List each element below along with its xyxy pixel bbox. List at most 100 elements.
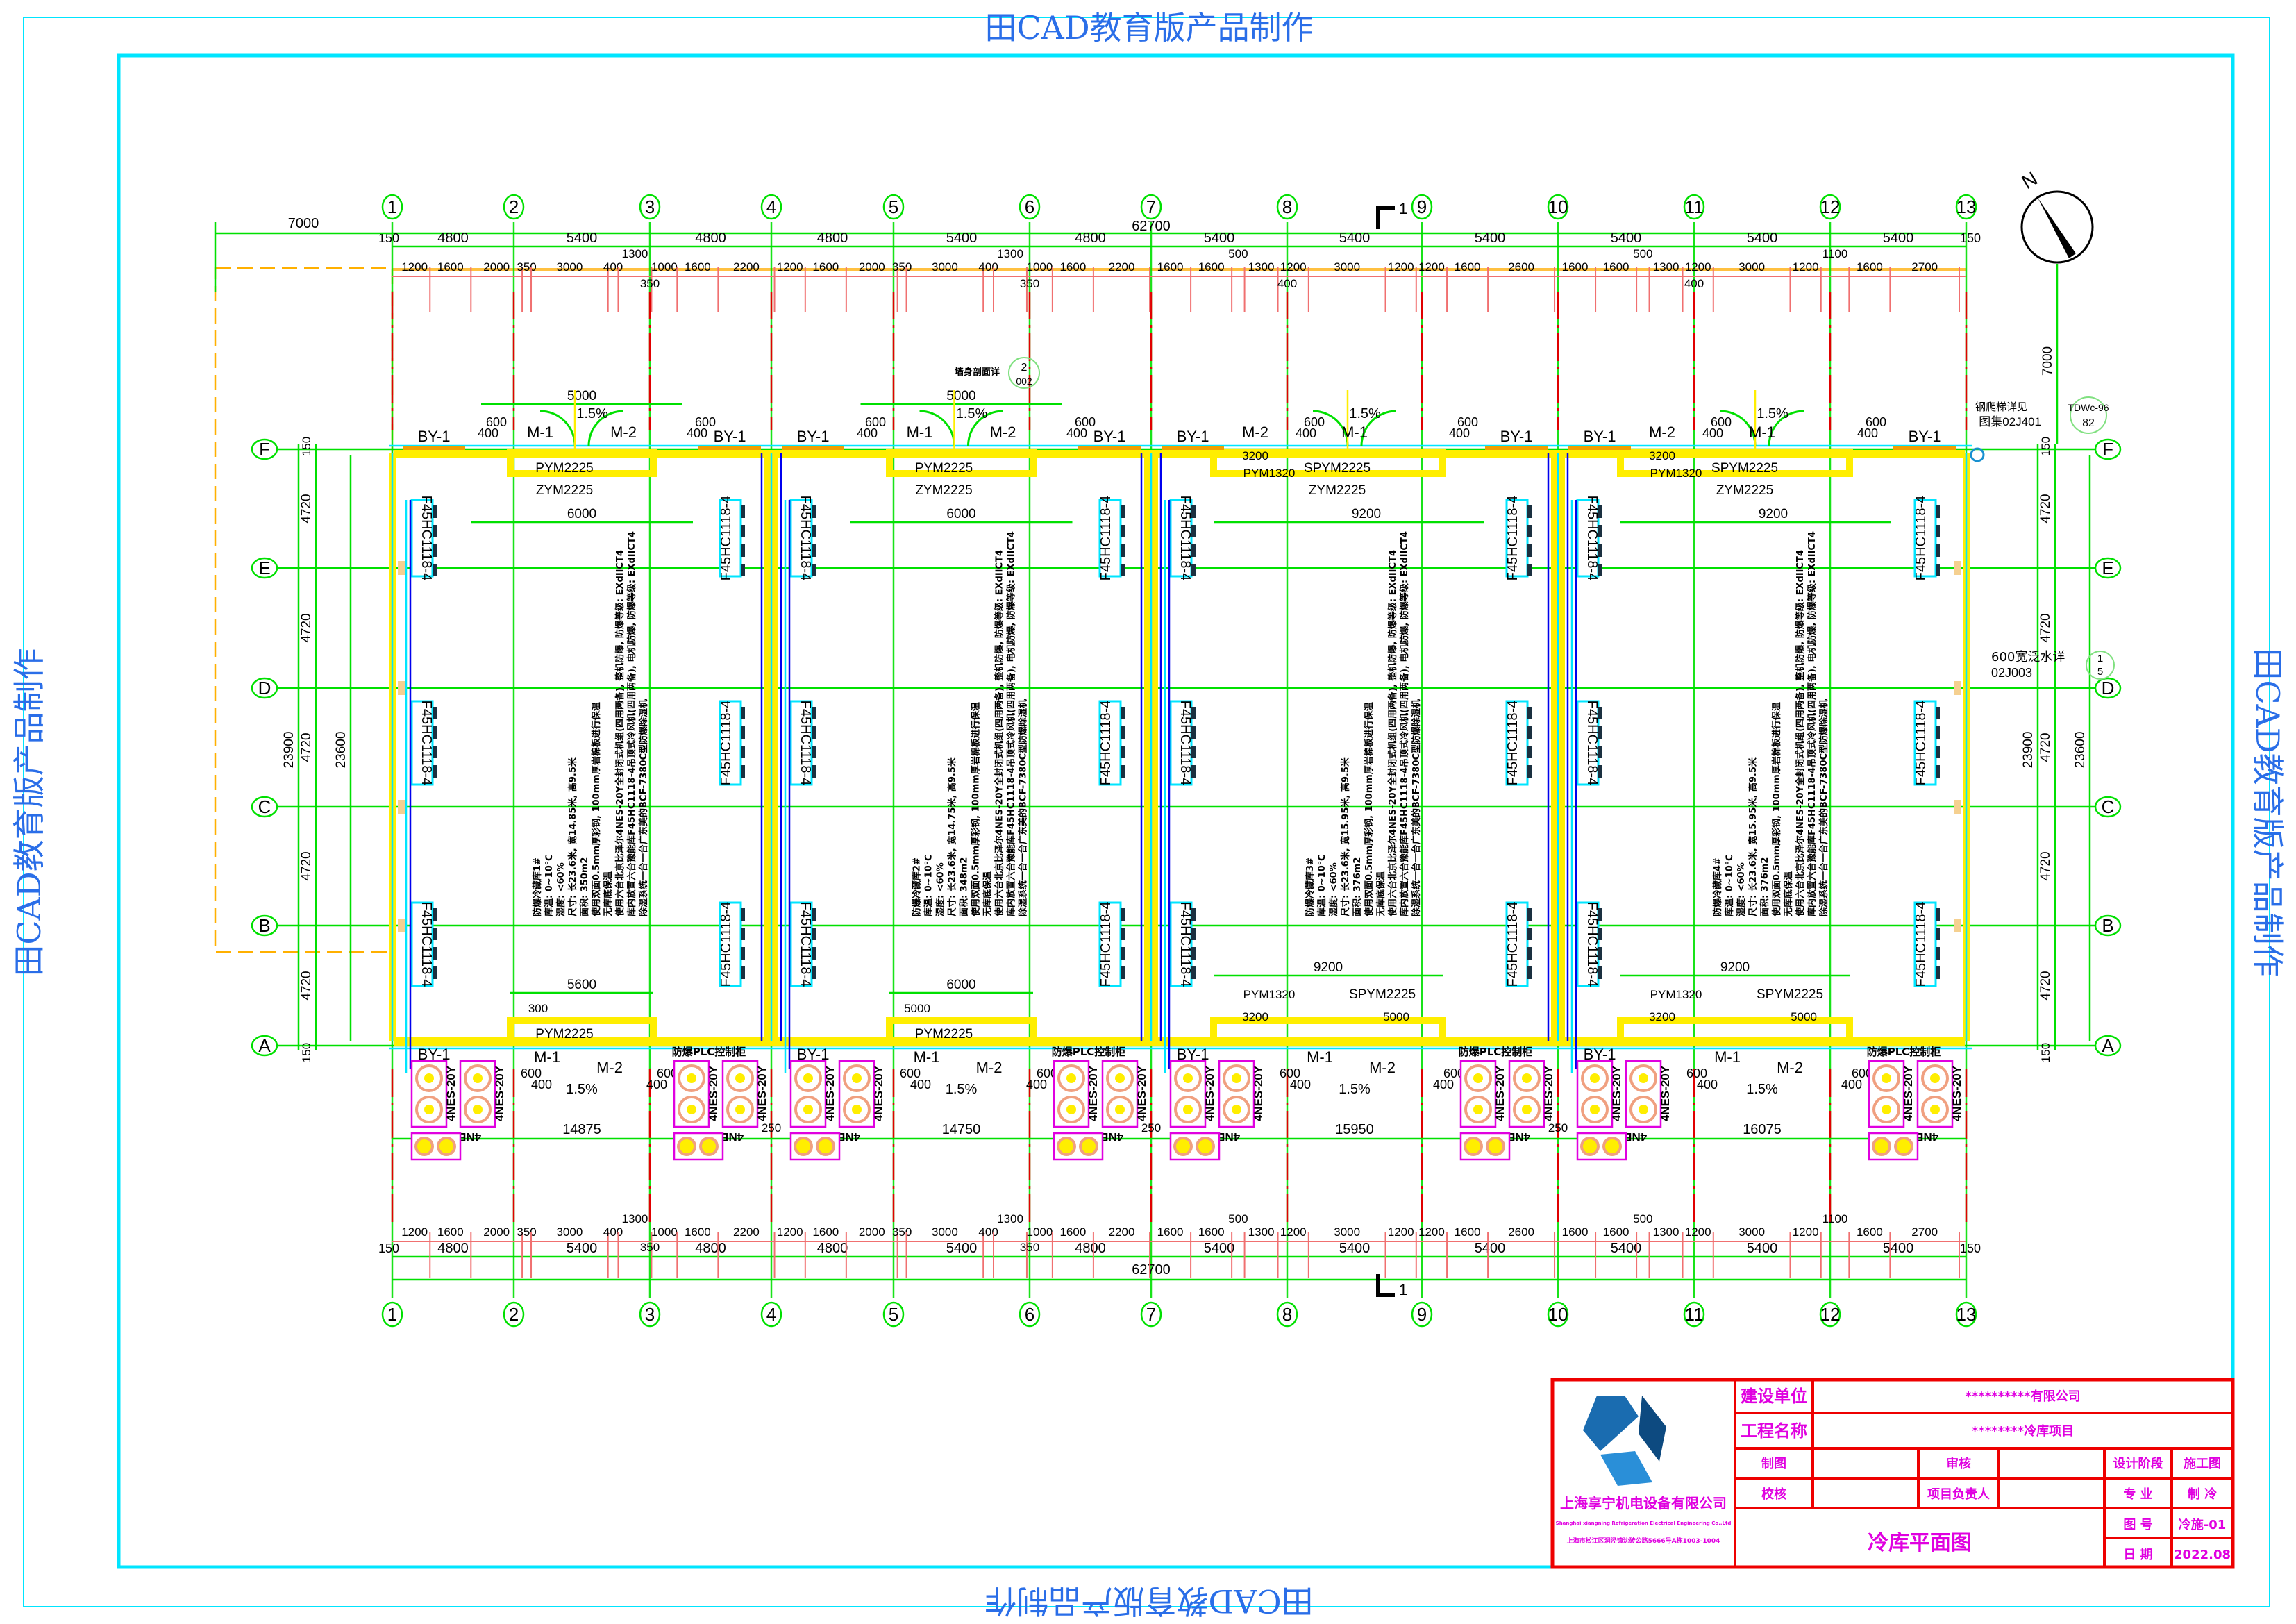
axis-bubble [760,1301,782,1328]
door-label: PYM2225 [535,1027,593,1041]
fan-icon [1527,908,1532,921]
evaporator-label: F45HC1118-4 [798,902,813,987]
room-note-line: 无库底保温 [982,871,994,917]
dim-row-bay: 4720 [2038,494,2053,523]
fan-icon [741,525,745,537]
window-mark [403,446,465,450]
fan-icon [1121,544,1125,557]
door-label-m1: M-1 [527,424,553,441]
compressor-icon-core [1590,1105,1600,1114]
evaporator-unit [1505,499,1529,578]
axis-bubble [1276,1301,1298,1328]
fan-icon [433,928,437,940]
dim-row-bay: 4720 [299,971,314,1000]
dim-600: 600 [1457,415,1478,429]
company-logo [1583,1396,1666,1486]
fan-icon [741,746,745,758]
condenser-label: 4NES-20Y [1252,1065,1265,1121]
fan-icon [1121,765,1125,778]
dim-detail: 400 [978,260,998,274]
compressor-icon [1196,1137,1215,1156]
axis-label-B: B [258,915,270,936]
compressor-icon [1173,1137,1193,1156]
plc-cabinet-label: 防爆PLC控制柜 [672,1046,746,1058]
dim-room-length: 16075 [1743,1122,1782,1137]
room-note-line: 使用双面0.5mm厚彩钢, 100mm厚岩棉板进行保温 [1364,702,1375,917]
detail-callout-top: TDWc-96 [2068,402,2109,413]
evaporator-label: F45HC1118-4 [419,701,434,786]
dim-detail: 1600 [1603,260,1629,274]
dim-detail: 1100 [1822,247,1848,260]
dim-detail: 2700 [1911,1225,1938,1239]
evaporator-unit [1505,901,1529,987]
dim-detail: 2600 [1508,260,1534,274]
fan-icon [1598,746,1602,758]
dim-room-length: 14875 [562,1122,601,1137]
dim-bay: 4800 [437,231,469,246]
evaporator-unit [789,700,813,786]
compressor-icon-core [803,1105,813,1114]
dim-width: 5000 [904,1002,930,1015]
compressor-icon [1174,1096,1202,1123]
compressor-icon-core [1882,1105,1891,1114]
condensing-unit [1625,1060,1662,1128]
fan-icon [433,765,437,778]
door-label-m1: M-1 [914,1048,940,1066]
value-client: **********有限公司 [1965,1389,2080,1404]
axis-label-4: 4 [766,196,776,217]
value-discipline: 制 冷 [2188,1487,2217,1502]
evaporator-unit [789,901,813,987]
watermark-right: 田CAD教育版产品制作 [2249,648,2286,976]
company-name-en: Shanghai xiangning Refrigeration Electri… [1556,1521,1732,1526]
vestibule-top [507,449,657,477]
door-label: SPYM2225 [1304,461,1371,476]
dim-bay: 5400 [946,1241,978,1256]
axis-label-10: 10 [1548,196,1568,217]
door-label-m2: M-2 [1649,424,1675,441]
fan-icon [1191,544,1196,557]
fan-icon [1527,947,1532,960]
fan-icon [1121,908,1125,921]
condensing-unit [1508,1060,1545,1128]
dim-400: 400 [1290,1078,1311,1091]
compressor-icon [1464,1064,1492,1092]
dim-detail: 3000 [1334,1225,1360,1239]
axis-label-5: 5 [889,1304,898,1325]
dim-400: 400 [531,1078,552,1091]
condensing-unit [1459,1060,1497,1128]
label-check: 校核 [1761,1487,1786,1502]
fan-icon [741,726,745,739]
dim-row-bay: 4720 [299,613,314,642]
dim-detail: 1300 [997,1212,1023,1225]
room-note-line: 使用双面0.5mm厚彩钢, 100mm厚岩棉板进行保温 [1771,702,1782,917]
room-note-line: 库内放置六台豫能库F45HC1118-4吊顶式冷风机(四用两备), 电机防爆, … [1807,531,1818,916]
dim-600: 600 [865,415,886,429]
room-note-line: 库内放置六台豫能库F45HC1118-4吊顶式冷风机(四用两备), 电机防爆, … [626,531,637,916]
dim-detail: 3000 [1334,260,1360,274]
fan-icon [1191,564,1196,576]
fan-icon [741,765,745,778]
dim-detail: 2000 [859,1225,885,1239]
detail-callout-top: 1 [2097,653,2103,664]
door-label: PYM1320 [1650,988,1702,1001]
fan-icon [1121,525,1125,537]
axis-bubble [381,1301,403,1328]
evaporator-label: F45HC1118-4 [1178,496,1193,581]
dim-400: 400 [1066,426,1087,440]
company-address: 上海市松江区洞泾镇沈砖公路5666号A栋1003-1004 [1567,1537,1720,1545]
room-note-line: 除湿系统一台一台广东美的BCF-7380C型防爆除湿机 [1818,699,1829,916]
door-label-m2: M-2 [990,424,1016,441]
condensing-unit [410,1060,448,1128]
axis-label-10: 10 [1548,1304,1568,1325]
dim-edge: 150 [1960,231,1981,245]
dim-detail: 350 [517,260,536,274]
fan-icon [1936,525,1940,537]
compressor-icon-core [1115,1105,1125,1114]
fan-icon [741,505,745,518]
room-note-line: 库温: 0~10℃ [544,855,555,917]
room-note-line: 无库底保温 [603,871,614,917]
dim-width: 6000 [946,507,975,521]
fan-icon [812,525,816,537]
axis-label-9: 9 [1417,1304,1427,1325]
compressor-icon-core [735,1073,745,1083]
